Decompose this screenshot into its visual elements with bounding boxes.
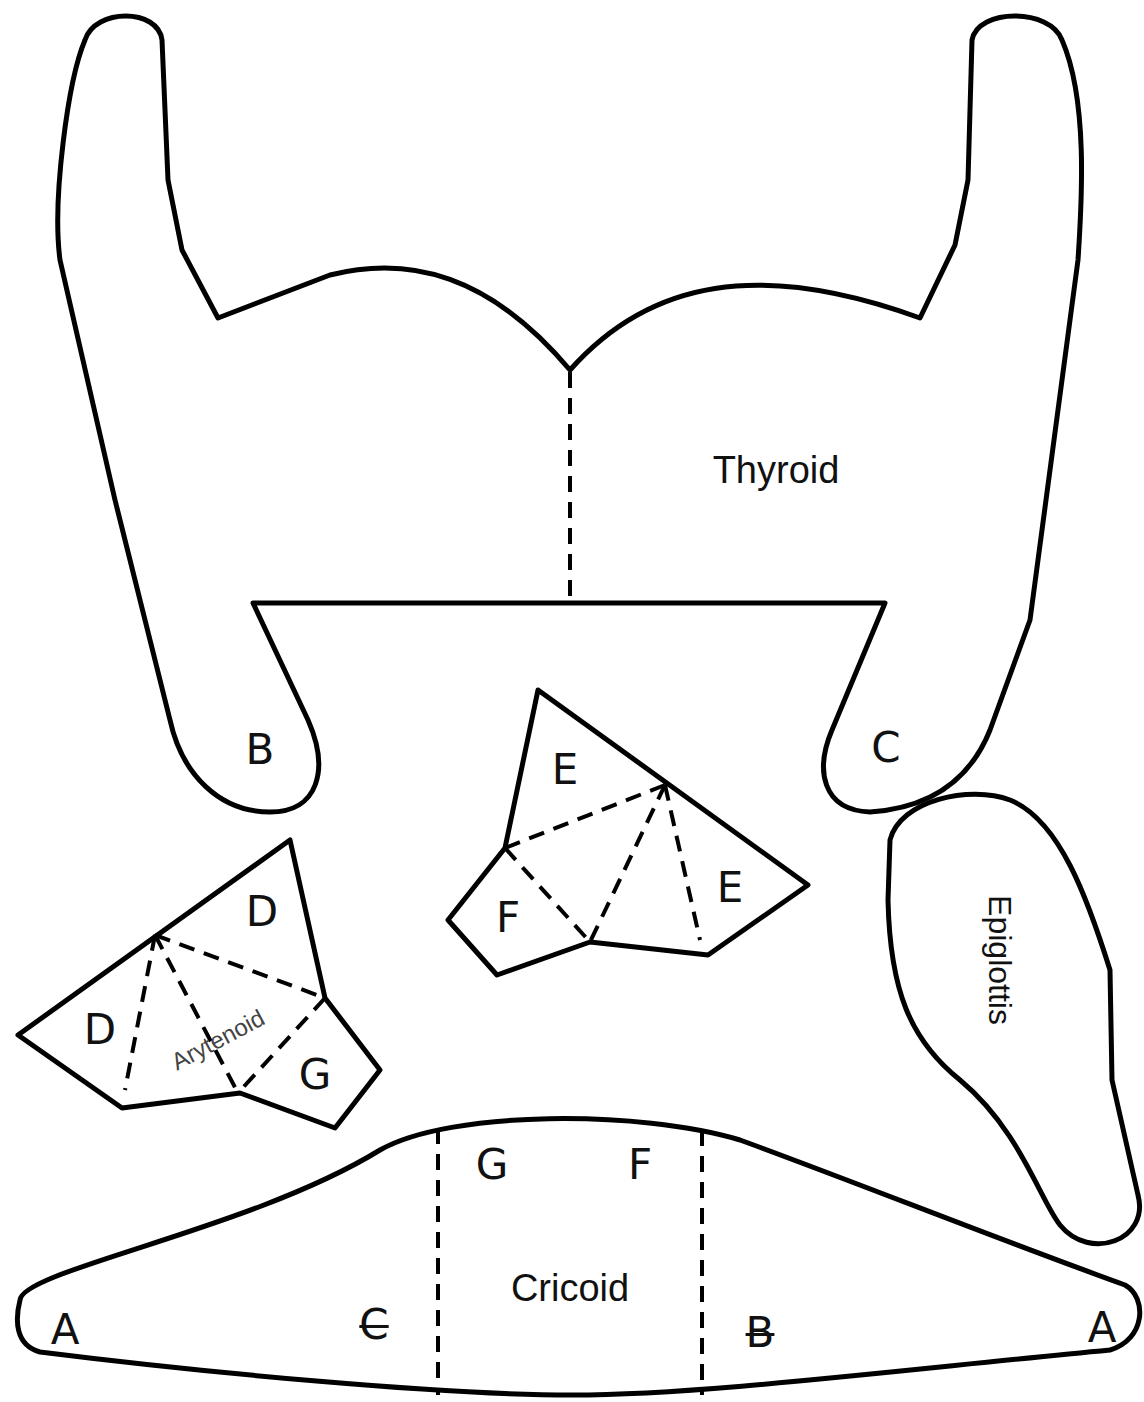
part-name: Thyroid xyxy=(713,451,840,489)
fold-letter: B xyxy=(246,729,275,771)
part-name: Epiglottis xyxy=(984,895,1016,1025)
fold-letter: F xyxy=(628,1144,652,1186)
fold-letter: C xyxy=(359,1304,388,1346)
fold-letter: D xyxy=(246,891,278,933)
fold-letter: A xyxy=(1088,1307,1117,1349)
cartilage-cutout: E F E xyxy=(440,682,820,987)
cartilage-outline xyxy=(440,682,820,987)
fold-letter: G xyxy=(299,1054,332,1096)
cartilage-outline xyxy=(10,830,390,1135)
cartilage-outline xyxy=(10,1105,1144,1400)
fold-letter: F xyxy=(496,897,520,939)
fold-letter: G xyxy=(476,1144,509,1186)
fold-letter: D xyxy=(84,1009,116,1051)
arytenoid-cartilage: DDArytenoidG xyxy=(10,830,390,1135)
fold-letter: A xyxy=(51,1309,80,1351)
part-name: Cricoid xyxy=(511,1269,629,1307)
epiglottis-cartilage: Epiglottis xyxy=(880,785,1144,1255)
cartilage-outline xyxy=(40,5,1105,830)
thyroid-cartilage: ThyroidB C xyxy=(40,5,1105,830)
fold-letter: C xyxy=(871,727,900,769)
fold-letter: B xyxy=(746,1312,775,1354)
cricoid-cartilage: G F CricoidA C B A xyxy=(10,1105,1144,1400)
fold-letter: E xyxy=(552,749,579,791)
fold-letter: E xyxy=(717,867,744,909)
